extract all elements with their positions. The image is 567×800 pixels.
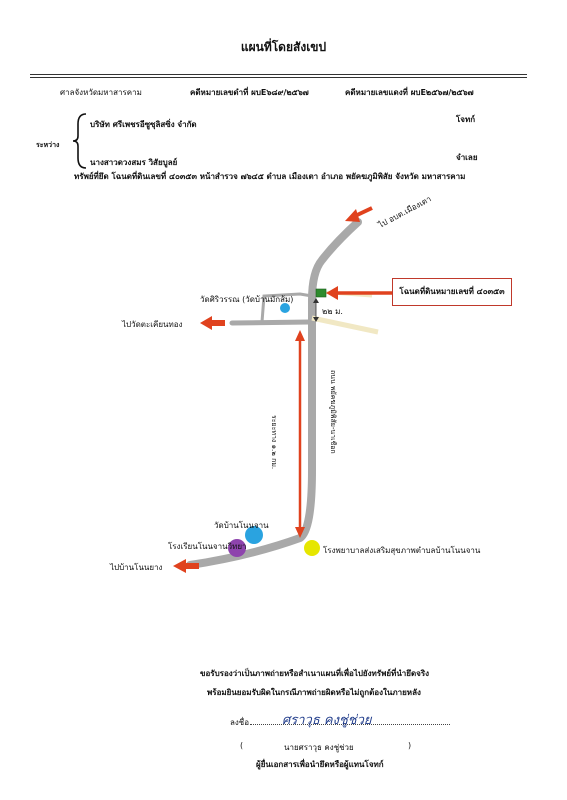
label-temple-south: วัดบ้านโนนจาน — [214, 521, 269, 530]
hospital-dot — [304, 540, 320, 556]
label-to-southwest: ไปบ้านโนนยาง — [110, 563, 163, 572]
label-school: โรงเรียนโนนจานวิทยา — [168, 542, 247, 551]
label-distance-long: ระยะทาง ๑.๒ กม. — [270, 415, 278, 470]
brace-icon — [72, 113, 87, 169]
printed-name: นายศราวุธ คงชู่ช่วย — [284, 743, 354, 752]
parcel-marker — [315, 288, 327, 298]
header-rule-top — [30, 74, 527, 75]
property-description: ทรัพย์ที่ยึด โฉนดที่ดินเลขที่ ๔๐๓๕๓ หน้า… — [74, 172, 466, 181]
side-road-temple — [260, 292, 313, 323]
printed-name-open-paren: ( — [240, 741, 244, 750]
certification-line-2: พร้อมยินยอมรับผิดในกรณีภาพถ่ายผิดหรือไม่… — [207, 688, 421, 697]
label-distance-short: ๒๒ ม. — [322, 307, 343, 316]
main-road — [186, 218, 362, 569]
parcel-arrow-head — [326, 286, 338, 300]
between-label: ระหว่าง — [36, 141, 60, 149]
court-name: ศาลจังหวัดมหาสารคาม — [60, 88, 142, 97]
certification-line-1: ขอรับรองว่าเป็นภาพถ่ายหรือสำเนาแผนที่เพื… — [200, 669, 430, 678]
side-road-west — [229, 319, 313, 326]
signer-role: ผู้ยื่นเอกสารเพื่อนำยึดหรือผู้แทนโจทก์ — [256, 760, 384, 769]
page-title: แผนที่โดยสังเขป — [240, 40, 327, 54]
defendant-name: นางสาวดวงสมร วิสัยบูลย์ — [90, 158, 178, 167]
sign-label: ลงชื่อ — [230, 718, 250, 727]
red-case-number: คดีหมายเลขแดงที่ ผบE๒๕๖๗/๒๕๖๗ — [345, 88, 474, 97]
plaintiff-name: บริษัท ศรีเพชรอีซูซุลิสซิ่ง จำกัด — [90, 120, 197, 129]
label-road-name: ถนน พยัคฆภูมิพิสัย-นาเชือก — [329, 370, 337, 454]
parcel-label-box: โฉนดที่ดินหมายเลขที่ ๔๐๓๕๓ — [392, 278, 512, 306]
label-hospital: โรงพยาบาลส่งเสริมสุขภาพตำบลบ้านโนนจาน — [323, 546, 481, 555]
temple-north-dot — [280, 303, 290, 313]
signature: ศราวุธ คงชู่ช่วย — [282, 713, 372, 728]
arrow-west — [200, 316, 225, 330]
temple-south-dot — [245, 526, 263, 544]
school-dot — [228, 539, 246, 557]
black-case-number: คดีหมายเลขดำที่ ผบE๖๘๙/๒๕๖๗ — [190, 88, 309, 97]
arrow-north — [354, 206, 373, 218]
header-rule-bottom — [30, 77, 527, 78]
label-to-west: ไปวัดตะเคียนทอง — [122, 320, 183, 329]
side-road-east — [311, 315, 379, 335]
plaintiff-role: โจทก์ — [456, 115, 476, 124]
defendant-role: จำเลย — [456, 153, 478, 162]
arrow-southwest — [173, 559, 199, 573]
signature-line — [250, 724, 450, 725]
printed-name-close-paren: ) — [408, 741, 412, 750]
label-temple-north: วัดศิริวรรณ (วัดบ้านมักส้ม) — [200, 295, 294, 304]
arrow-north-head — [345, 209, 360, 222]
